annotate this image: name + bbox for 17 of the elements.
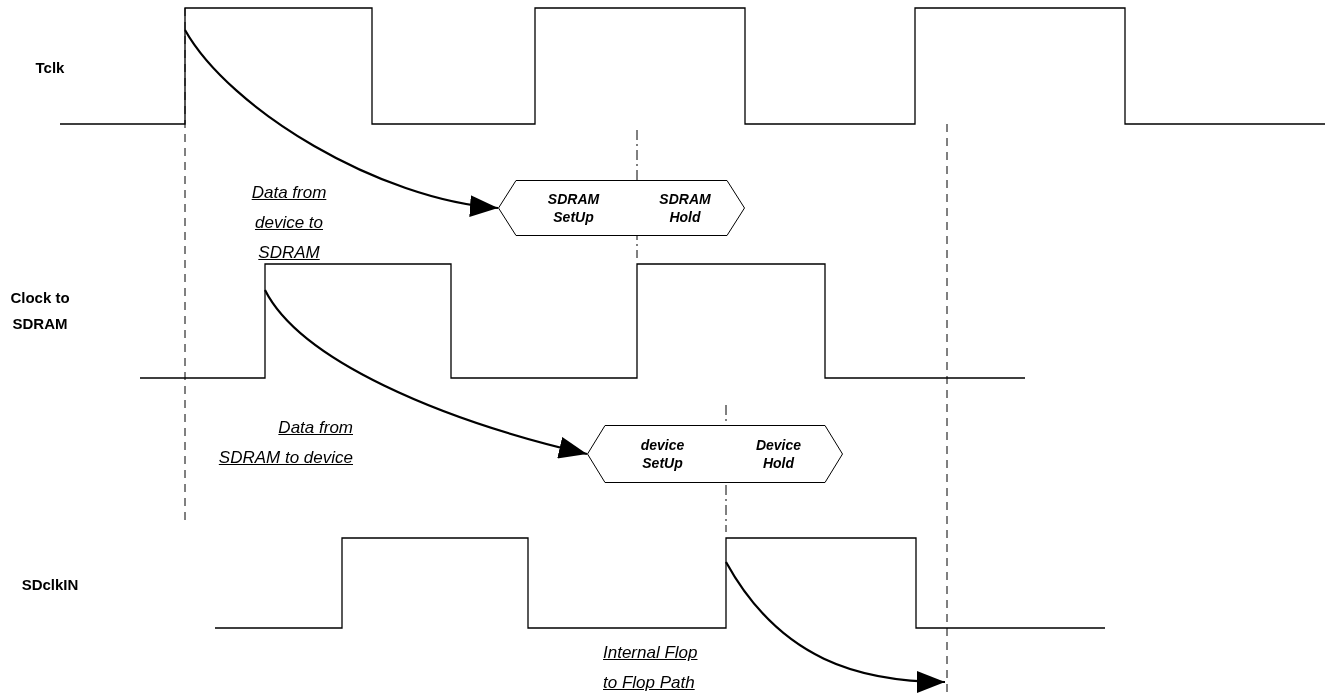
edge-label: Internal Flop to Flop Path [603, 643, 698, 692]
timing-window-text: device SetUp [639, 436, 686, 472]
signal-name: Clock to SDRAM [10, 289, 70, 332]
signal-name: SDclkIN [21, 576, 79, 593]
signal-name: Tclk [35, 59, 65, 76]
clock-waveform [139, 263, 1026, 379]
timing-window-text: SDRAM SetUp [546, 190, 601, 226]
timing-arrow [184, 29, 499, 216]
edge-label: Data from device to SDRAM [251, 183, 327, 262]
clock-waveform [214, 537, 1106, 629]
edge-label: Data from SDRAM to device [218, 418, 353, 467]
timing-window-text: Device Hold [754, 436, 803, 472]
timing-window-hexagon [498, 180, 745, 236]
timing-window-hexagon [587, 425, 843, 483]
timing-arrow [725, 561, 946, 693]
timing-window-text: SDRAM Hold [658, 190, 712, 226]
timing-arrow [264, 289, 588, 458]
